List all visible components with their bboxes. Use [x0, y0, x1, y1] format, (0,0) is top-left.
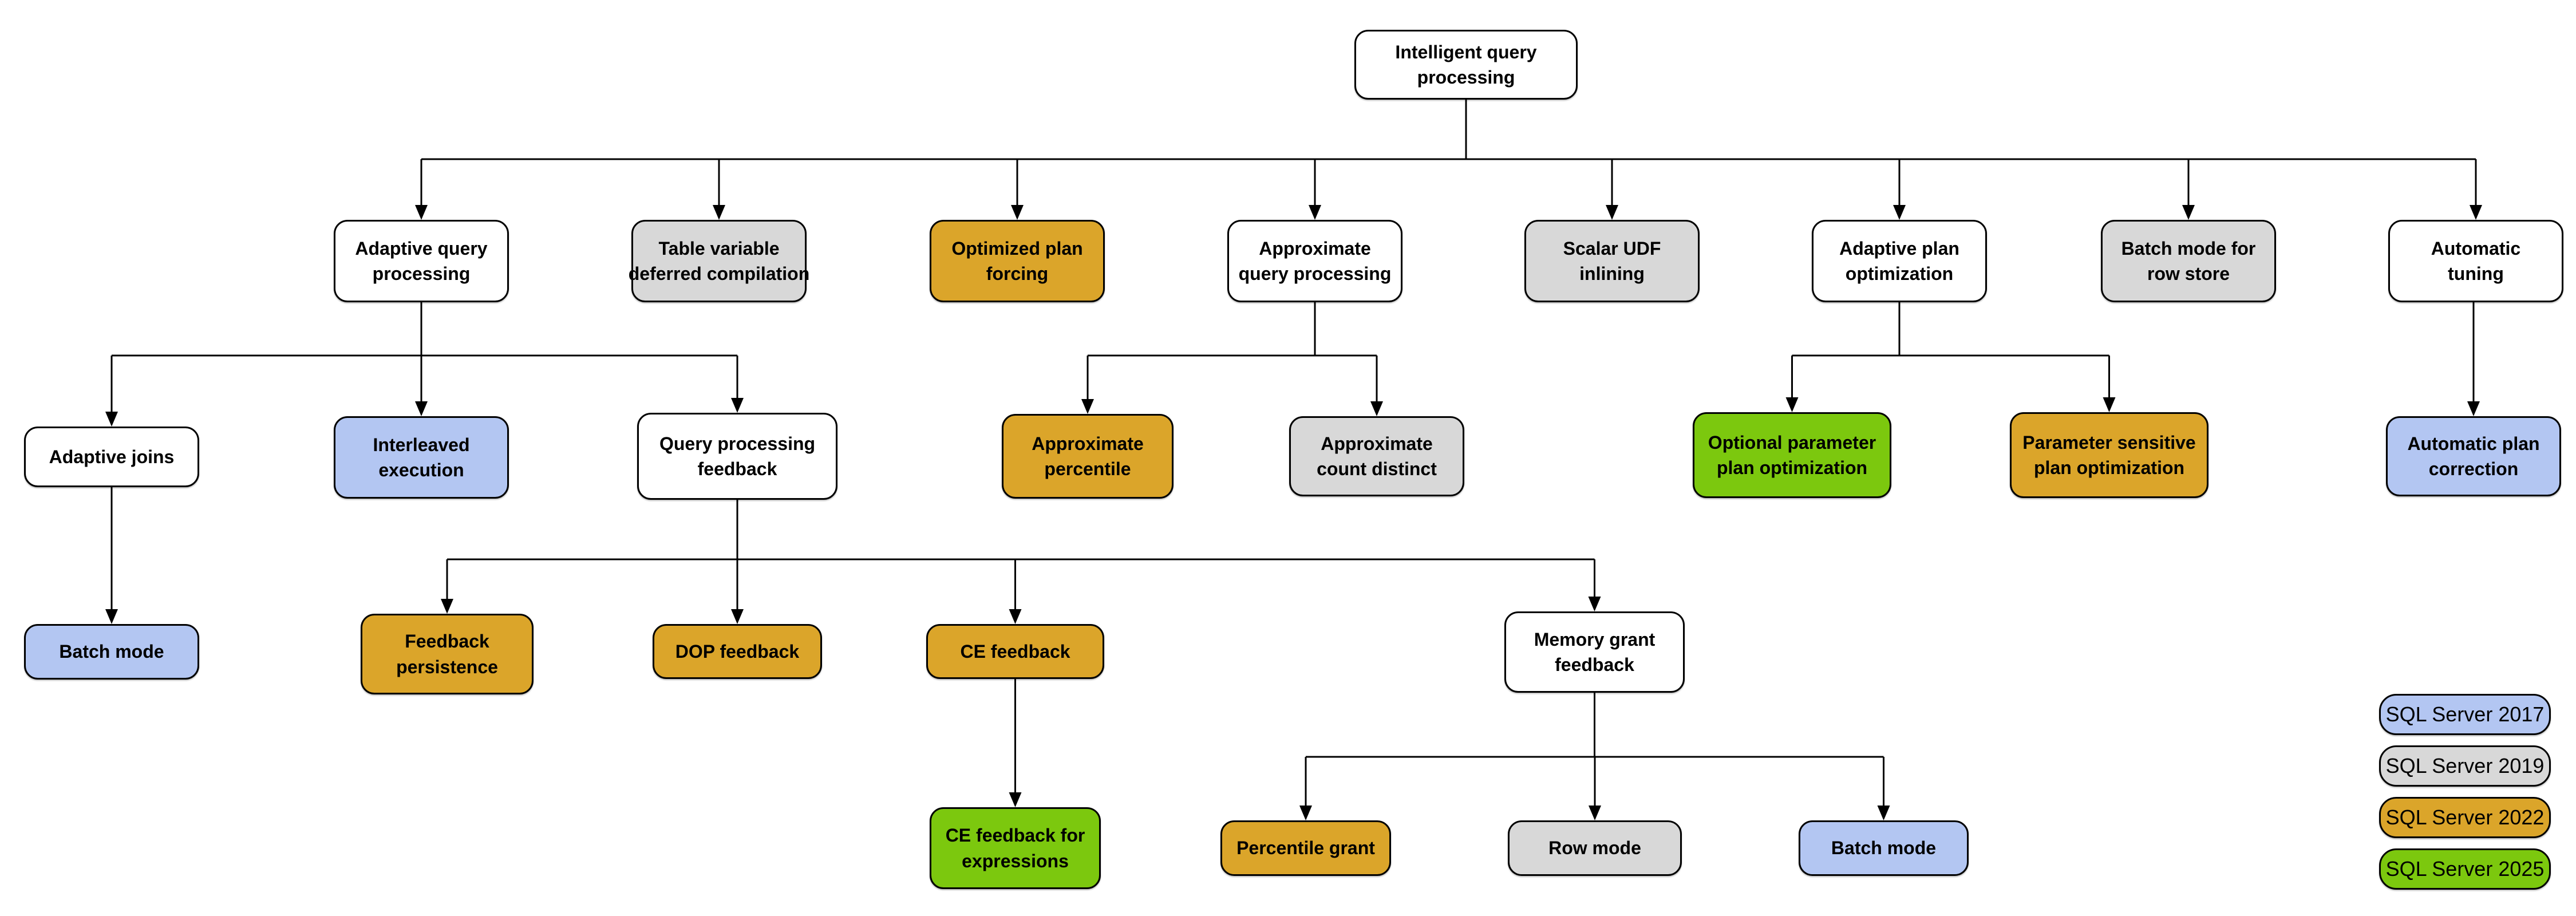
node-label: CE feedback for [945, 825, 1085, 846]
legend-item-sql2025: SQL Server 2025 [2379, 848, 2551, 890]
node-label: processing [372, 263, 471, 284]
node-label: Optional parameter [1708, 432, 1876, 453]
node-label: Batch mode [1831, 838, 1937, 859]
node-aj: Adaptive joins [24, 427, 199, 487]
node-acd: Approximate count distinct [1289, 416, 1464, 496]
node-bm2: Batch mode [1799, 820, 1969, 876]
node-label: Scalar UDF [1563, 238, 1661, 259]
node-label: Adaptive query [355, 238, 488, 259]
node-label: correction [2428, 459, 2519, 479]
node-label: expressions [962, 850, 1069, 871]
legend-item-sql2017: SQL Server 2017 [2379, 694, 2551, 735]
node-opf: Optimized plan forcing [930, 220, 1105, 302]
node-qpf: Query processing feedback [637, 413, 837, 500]
node-label: Approximate [1321, 433, 1433, 454]
node-label: count distinct [1317, 459, 1437, 479]
node-mgf: Memory grant feedback [1504, 611, 1685, 693]
node-bm1: Batch mode [24, 624, 199, 680]
node-label: Automatic [2431, 238, 2521, 259]
node-label: Query processing [659, 433, 816, 454]
node-label: query processing [1238, 263, 1392, 284]
node-label: Percentile grant [1236, 838, 1375, 859]
node-label: processing [1417, 67, 1515, 88]
node-label: row store [2147, 263, 2230, 284]
node-oppo: Optional parameter plan optimization [1693, 412, 1891, 498]
node-label: deferred compilation [628, 263, 810, 284]
node-ceffe: CE feedback for expressions [930, 807, 1101, 889]
node-label: optimization [1845, 263, 1954, 284]
node-tvdc: Table variable deferred compilation [628, 220, 810, 302]
legend-item-sql2022: SQL Server 2022 [2379, 797, 2551, 838]
node-sudf: Scalar UDF inlining [1524, 220, 1700, 302]
node-aqp: Adaptive query processing [334, 220, 509, 302]
node-label: Adaptive joins [49, 446, 175, 467]
node-label: Interleaved [373, 434, 470, 455]
node-label: Optimized plan [951, 238, 1083, 259]
node-label: CE feedback [960, 641, 1070, 662]
node-label: Table variable [658, 238, 780, 259]
node-label: Approximate [1032, 433, 1144, 454]
node-label: tuning [2448, 263, 2504, 284]
node-bmrs: Batch mode for row store [2101, 220, 2276, 302]
node-label: plan optimization [2033, 457, 2185, 478]
node-label: Approximate [1259, 238, 1371, 259]
node-fp: Feedback persistence [361, 614, 534, 694]
node-axqp: Approximate query processing [1227, 220, 1402, 302]
node-apo: Adaptive plan optimization [1812, 220, 1987, 302]
legend-label: SQL Server 2019 [2385, 754, 2545, 777]
node-apc: Automatic plan correction [2386, 416, 2561, 496]
node-label: Batch mode for [2121, 238, 2256, 259]
node-label: feedback [1555, 654, 1634, 675]
node-label: inlining [1579, 263, 1645, 284]
node-rm: Row mode [1508, 820, 1682, 876]
node-label: plan optimization [1716, 457, 1868, 478]
node-label: DOP feedback [675, 641, 800, 662]
node-iqp: Intelligent query processing [1354, 30, 1578, 100]
legend-label: SQL Server 2017 [2385, 702, 2545, 726]
node-label: execution [378, 460, 464, 480]
node-label: percentile [1044, 459, 1131, 479]
node-label: Adaptive plan [1839, 238, 1959, 259]
node-cef: CE feedback [926, 624, 1104, 679]
legend-label: SQL Server 2025 [2385, 857, 2545, 881]
node-label: Row mode [1548, 838, 1641, 859]
node-label: forcing [986, 263, 1049, 284]
node-pspo: Parameter sensitive plan optimization [2010, 412, 2208, 498]
node-label: Intelligent query [1395, 41, 1537, 62]
node-label: Batch mode [59, 641, 164, 662]
node-label: feedback [697, 459, 777, 479]
legend-label: SQL Server 2022 [2385, 806, 2545, 829]
node-pg: Percentile grant [1220, 820, 1391, 876]
node-label: Feedback [405, 631, 489, 652]
node-label: Parameter sensitive [2022, 432, 2196, 453]
node-label: persistence [396, 656, 498, 677]
node-ie: Interleaved execution [334, 416, 509, 499]
node-at: Automatic tuning [2388, 220, 2563, 302]
node-label: Automatic plan [2407, 433, 2540, 454]
legend-item-sql2019: SQL Server 2019 [2379, 745, 2551, 787]
node-dop: DOP feedback [653, 624, 822, 679]
node-label: Memory grant [1534, 629, 1656, 650]
node-ap: Approximate percentile [1002, 414, 1174, 499]
